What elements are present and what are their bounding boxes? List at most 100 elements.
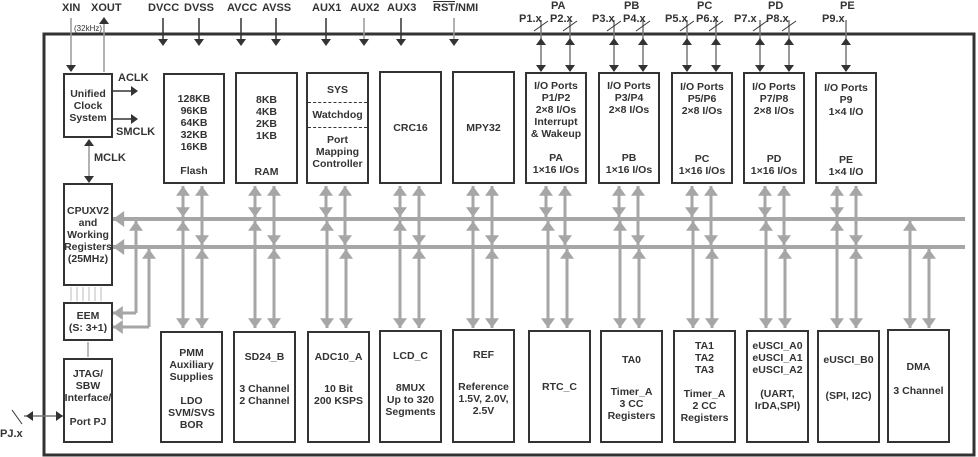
bus-arrow-icon: [339, 318, 353, 328]
bus-arrow-icon: [560, 249, 574, 259]
bus-arrow-icon: [705, 318, 719, 328]
eusci-b-text: eUSCI_B0: [823, 354, 874, 366]
bus-width-slash: [752, 20, 768, 32]
eusci-b-block: eUSCI_B0 (SPI, I2C): [817, 330, 880, 443]
port-arrow-icon: [638, 65, 648, 72]
io-text: P1/P2: [541, 92, 571, 104]
io-text: PA: [549, 152, 563, 164]
bus-arrow-icon: [849, 186, 863, 196]
bus-arrow-icon: [485, 249, 499, 259]
bus-arrow-icon: [320, 221, 334, 231]
flash-size: 96KB: [180, 105, 208, 117]
bus-arrow-icon: [685, 186, 699, 196]
pin-dvcc: DVCC: [148, 2, 180, 14]
pj-arrow-icon: [56, 411, 63, 421]
bus-width-slash: [679, 20, 695, 32]
mclk-arrow-icon: [84, 176, 94, 183]
bus-arrow-icon: [539, 186, 553, 196]
jtag-text: Interface/: [64, 392, 112, 404]
io-text: P5/P6: [687, 93, 717, 105]
bus-arrow-icon: [631, 186, 645, 196]
port-p9: P9.x: [822, 13, 845, 25]
bus-arrow-icon: [830, 207, 844, 217]
port-p1: P1.x: [519, 13, 542, 25]
ref-text: Reference: [458, 381, 509, 393]
bus-arrow-icon: [758, 207, 772, 217]
block-text: Clock: [73, 99, 103, 112]
pin-rst: RST: [433, 2, 455, 14]
io-text: PC: [694, 153, 710, 165]
flash-size: 64KB: [180, 117, 208, 129]
signal-lines: [11, 17, 851, 425]
bus-arrow-icon: [195, 186, 209, 196]
pin-nmi: /NMI: [455, 2, 479, 14]
flash-name: Flash: [180, 165, 208, 177]
port-arrow-icon: [841, 38, 851, 45]
pin-arrow-icon: [194, 39, 204, 46]
bus-arrow-icon: [778, 318, 792, 328]
bus-arrow-icon: [541, 318, 555, 328]
sd24-text: 3 Channel: [239, 383, 290, 395]
port-arrow-icon: [536, 38, 546, 45]
io-text: I/O Ports: [680, 81, 724, 93]
bus-arrow-icon: [631, 235, 645, 245]
ta0-text: Registers: [607, 410, 656, 422]
io-text: 2×8 I/Os: [535, 104, 577, 116]
bus-arrow-icon: [686, 318, 700, 328]
eem-text: EEM: [76, 309, 100, 322]
pmm-text: BOR: [179, 419, 204, 431]
pin-arrow-icon: [449, 39, 459, 46]
cpu-text: and: [78, 216, 98, 229]
ram-size: 4KB: [255, 106, 277, 118]
flash-block: 128KB 96KB 64KB 32KB 16KB Flash: [163, 73, 225, 184]
eusci-a-text: eUSCI_A0: [752, 340, 803, 352]
dma-text: DMA: [906, 361, 931, 373]
bus-arrow-icon: [466, 318, 480, 328]
port-arrow-icon: [609, 65, 619, 72]
port-pd-label: PD: [768, 0, 784, 12]
io-text: 2×8 I/Os: [681, 105, 723, 117]
rtc-text: RTC_C: [541, 380, 577, 393]
port-arrow-icon: [711, 38, 721, 45]
mclk-arrow-icon: [84, 139, 94, 146]
bus-width-slash: [11, 409, 23, 425]
bus-arrow-icon: [849, 235, 863, 245]
port-p8: P8.x: [766, 13, 789, 25]
io-text: Interrupt: [534, 116, 578, 128]
bus-arrow-icon: [393, 207, 407, 217]
divider: [308, 102, 367, 103]
port-arrow-icon: [784, 38, 794, 45]
io-text: 1×16 I/Os: [678, 165, 726, 177]
bus-arrow-icon: [113, 320, 123, 334]
block-text: Unified: [70, 87, 106, 100]
port-p7: P7.x: [734, 13, 757, 25]
ta0-text: TA0: [621, 354, 642, 366]
xin-arrow-icon: [66, 65, 76, 72]
ref-text: REF: [473, 349, 494, 361]
sd24-text: 2 Channel: [239, 395, 290, 407]
jtag-text: Port PJ: [69, 416, 107, 428]
port-arrow-icon: [536, 65, 546, 72]
ta123-text: 2 CC: [692, 400, 717, 412]
io-pa-block: I/O Ports P1/P2 2×8 I/Os Interrupt & Wak…: [525, 72, 587, 184]
io-text: I/O Ports: [534, 80, 578, 92]
pin-arrow-icon: [236, 39, 246, 46]
ram-size: 8KB: [255, 94, 277, 106]
io-text: 1×4 I/O: [828, 166, 864, 178]
eem-text: (S: 3+1): [68, 321, 108, 334]
jtag-block: JTAG/ SBW Interface/ Port PJ: [63, 358, 113, 443]
bus-arrow-icon: [830, 318, 844, 328]
bus-arrow-icon: [612, 186, 626, 196]
bus-arrow-icon: [412, 186, 426, 196]
sd24-block: SD24_B 3 Channel 2 Channel: [233, 331, 296, 443]
mpy32-label: MPY32: [466, 121, 501, 134]
io-text: 1×16 I/Os: [532, 164, 580, 176]
bus-arrow-icon: [903, 318, 917, 328]
bus-arrow-icon: [412, 318, 426, 328]
io-text: 1×16 I/Os: [605, 164, 653, 176]
port-arrow-icon: [755, 65, 765, 72]
pin-arrow-icon: [321, 39, 331, 46]
io-text: I/O Ports: [607, 80, 651, 92]
data-bus: [70, 186, 965, 357]
port-arrow-icon: [711, 65, 721, 72]
